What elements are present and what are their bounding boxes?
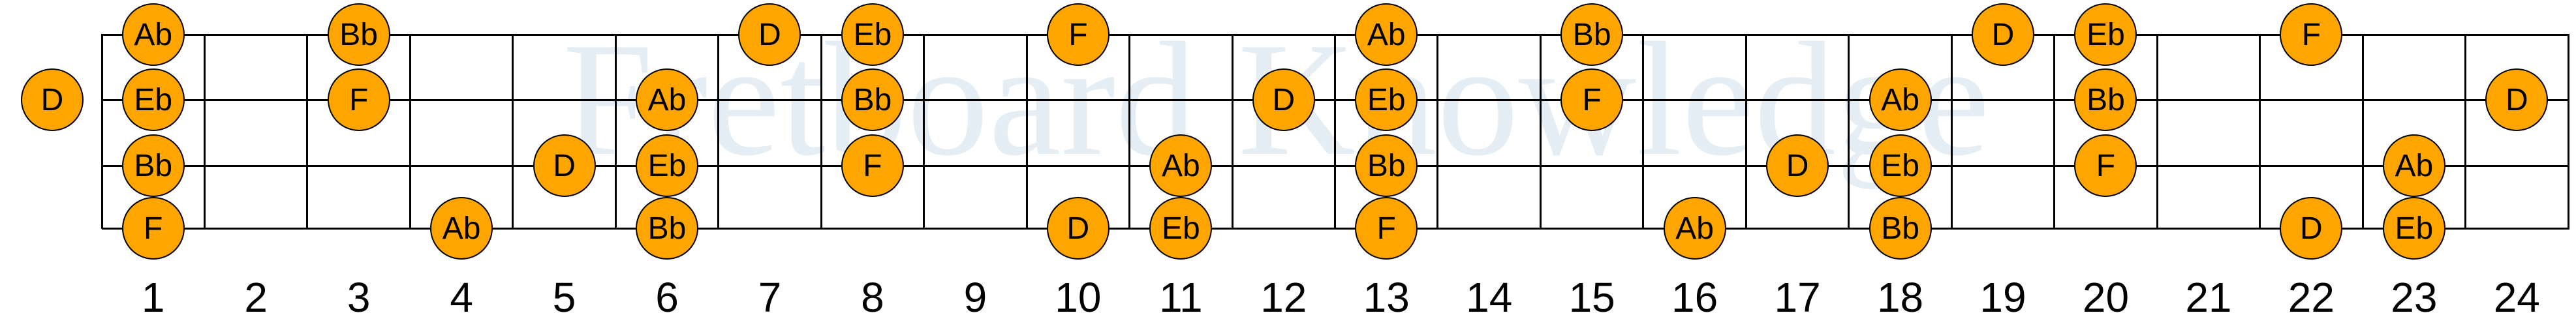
fret-line-17 [1848,34,1850,229]
note-marker[interactable]: F [841,134,904,197]
fret-number-label: 22 [2288,274,2335,321]
note-marker[interactable]: Bb [1869,197,1932,260]
note-marker[interactable]: Bb [327,3,390,66]
fret-number-label: 5 [552,274,576,321]
note-marker[interactable]: Eb [121,68,185,131]
fret-number-label: 21 [2185,274,2232,321]
note-marker[interactable]: F [1046,3,1110,66]
fret-line-3 [409,34,411,229]
note-marker[interactable]: Bb [636,197,699,260]
note-marker[interactable]: Bb [1560,3,1624,66]
note-marker[interactable]: F [2280,3,2343,66]
fret-number-label: 20 [2082,274,2130,321]
fret-line-15 [1642,34,1645,229]
note-marker[interactable]: D [533,134,596,197]
note-marker[interactable]: Ab [430,197,493,260]
note-marker[interactable]: Ab [1149,134,1213,197]
note-marker[interactable]: D [21,68,84,131]
fret-number-label: 2 [244,274,268,321]
fret-number-label: 24 [2493,274,2540,321]
fret-line-13 [1436,34,1439,229]
note-marker[interactable]: Eb [1149,197,1213,260]
note-marker[interactable]: F [327,68,390,131]
note-marker[interactable]: Bb [2074,68,2137,131]
note-marker[interactable]: F [1355,197,1418,260]
fret-line-16 [1745,34,1747,229]
note-marker[interactable]: Ab [1355,3,1418,66]
note-marker[interactable]: D [2280,197,2343,260]
fret-number-label: 13 [1363,274,1410,321]
note-marker[interactable]: F [1560,68,1624,131]
note-marker[interactable]: D [738,3,801,66]
fret-line-18 [1950,34,1953,229]
fret-line-6 [717,34,720,229]
fret-line-22 [2361,34,2364,229]
fret-line-14 [1539,34,1542,229]
note-marker[interactable]: D [1252,68,1315,131]
fret-number-label: 15 [1568,274,1615,321]
note-marker[interactable]: Ab [636,68,699,131]
fret-number-label: 11 [1159,274,1203,321]
note-marker[interactable]: D [2485,68,2549,131]
fret-line-9 [1025,34,1028,229]
fret-line-10 [1128,34,1131,229]
fret-number-label: 14 [1466,274,1513,321]
fret-number-label: 9 [963,274,987,321]
note-marker[interactable]: Eb [2382,197,2445,260]
fret-number-label: 6 [655,274,679,321]
fret-line-23 [2464,34,2467,229]
note-marker[interactable]: Bb [121,134,185,197]
note-marker[interactable]: Bb [841,68,904,131]
fret-number-label: 17 [1774,274,1821,321]
note-marker[interactable]: Eb [1355,68,1418,131]
note-marker[interactable]: Ab [1663,197,1726,260]
fret-number-label: 19 [1979,274,2026,321]
fret-line-20 [2156,34,2158,229]
fret-number-label: 16 [1671,274,1718,321]
note-marker[interactable]: D [1766,134,1829,197]
fret-line-8 [923,34,925,229]
nut-line [101,34,103,229]
fret-line-1 [203,34,206,229]
fret-number-label: 1 [141,274,165,321]
fret-line-2 [306,34,309,229]
fret-number-label: 12 [1260,274,1307,321]
fret-number-label: 4 [450,274,473,321]
note-marker[interactable]: D [1046,197,1110,260]
fret-number-label: 10 [1055,274,1102,321]
note-marker[interactable]: F [121,197,185,260]
fret-line-12 [1334,34,1337,229]
fret-number-label: 7 [758,274,782,321]
fret-line-4 [512,34,514,229]
fret-number-label: 23 [2391,274,2438,321]
fret-line-7 [820,34,822,229]
fret-number-label: 18 [1876,274,1924,321]
note-marker[interactable]: Eb [1869,134,1932,197]
fret-line-19 [2053,34,2056,229]
note-marker[interactable]: Ab [121,3,185,66]
note-marker[interactable]: Eb [636,134,699,197]
fret-number-label: 3 [347,274,371,321]
note-marker[interactable]: Eb [2074,3,2137,66]
fret-line-24 [2567,34,2569,229]
fret-line-5 [614,34,617,229]
fret-line-21 [2259,34,2261,229]
note-marker[interactable]: Ab [2382,134,2445,197]
fret-number-label: 8 [861,274,884,321]
note-marker[interactable]: Ab [1869,68,1932,131]
note-marker[interactable]: Eb [841,3,904,66]
note-marker[interactable]: D [1972,3,2034,66]
fret-line-11 [1231,34,1234,229]
note-marker[interactable]: Bb [1355,134,1418,197]
note-marker[interactable]: F [2074,134,2137,197]
